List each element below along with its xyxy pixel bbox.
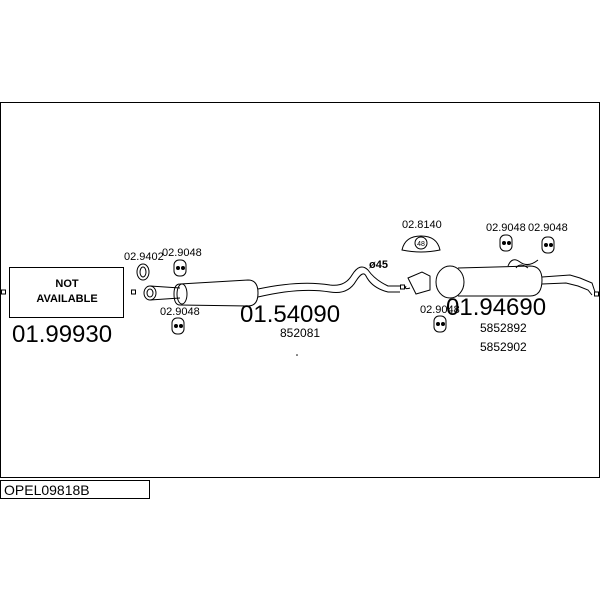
hanger-rear-bottom-hole2	[441, 322, 445, 326]
clamp-front-inner	[139, 266, 147, 278]
rear-part-number: 01.94690	[446, 294, 546, 321]
hanger-rear-top1-hole2	[507, 241, 511, 245]
rear-oe-number-1: 5852892	[480, 321, 527, 335]
hanger-front-bottom-hole2	[179, 324, 183, 328]
middle-part-number: 01.54090	[240, 301, 340, 328]
hanger-front-bottom-icon	[171, 317, 185, 335]
hanger-rear-bottom-hole1	[436, 322, 440, 326]
left-marker	[1, 289, 6, 295]
hanger-rear-top2-hole1	[544, 243, 548, 247]
marker-front-out	[131, 289, 136, 295]
right-marker	[594, 291, 599, 297]
hanger-front-bottom-hole1	[174, 324, 178, 328]
hanger-rear-top2-icon	[541, 236, 555, 254]
hanger-rear-top2-label: 02.9048	[528, 222, 568, 234]
middle-oe-number: 852081	[280, 326, 320, 340]
hanger-rear-top1-label: 02.9048	[486, 222, 526, 234]
pipe-diameter: ø45	[369, 259, 388, 271]
gasket-icon	[401, 235, 441, 253]
not-available-line2: AVAILABLE	[36, 293, 97, 305]
gasket-badge: 48	[417, 241, 425, 248]
hanger-front-bottom-label: 02.9048	[160, 306, 200, 318]
clamp-front-icon	[136, 263, 150, 281]
code-box	[0, 480, 150, 499]
gasket-badge-circle	[414, 236, 428, 250]
diagram-code: OPEL09818B	[4, 482, 90, 498]
not-available-line1: NOT	[55, 278, 79, 290]
hanger-rear-bottom-label: 02.9048	[420, 304, 460, 316]
hanger-front-top-hole2	[181, 266, 185, 270]
clamp-front-label: 02.9402	[124, 251, 164, 263]
stray-dot	[296, 354, 298, 356]
hanger-rear-bottom-icon	[433, 315, 447, 333]
not-available-box	[9, 267, 124, 318]
rear-silencer	[405, 259, 596, 299]
gasket-label: 02.8140	[402, 219, 442, 231]
hanger-front-top-hole1	[176, 266, 180, 270]
front-part-number: 01.99930	[12, 321, 112, 348]
hanger-rear-top2-hole2	[549, 243, 553, 247]
hanger-rear-top1-hole1	[502, 241, 506, 245]
hanger-front-top-label: 02.9048	[162, 247, 202, 259]
rear-oe-number-2: 5852902	[480, 340, 527, 354]
middle-silencer	[173, 266, 400, 307]
marker-mid-out	[400, 284, 405, 290]
hanger-rear-top1-icon	[499, 234, 513, 252]
hanger-front-top-icon	[173, 259, 187, 277]
